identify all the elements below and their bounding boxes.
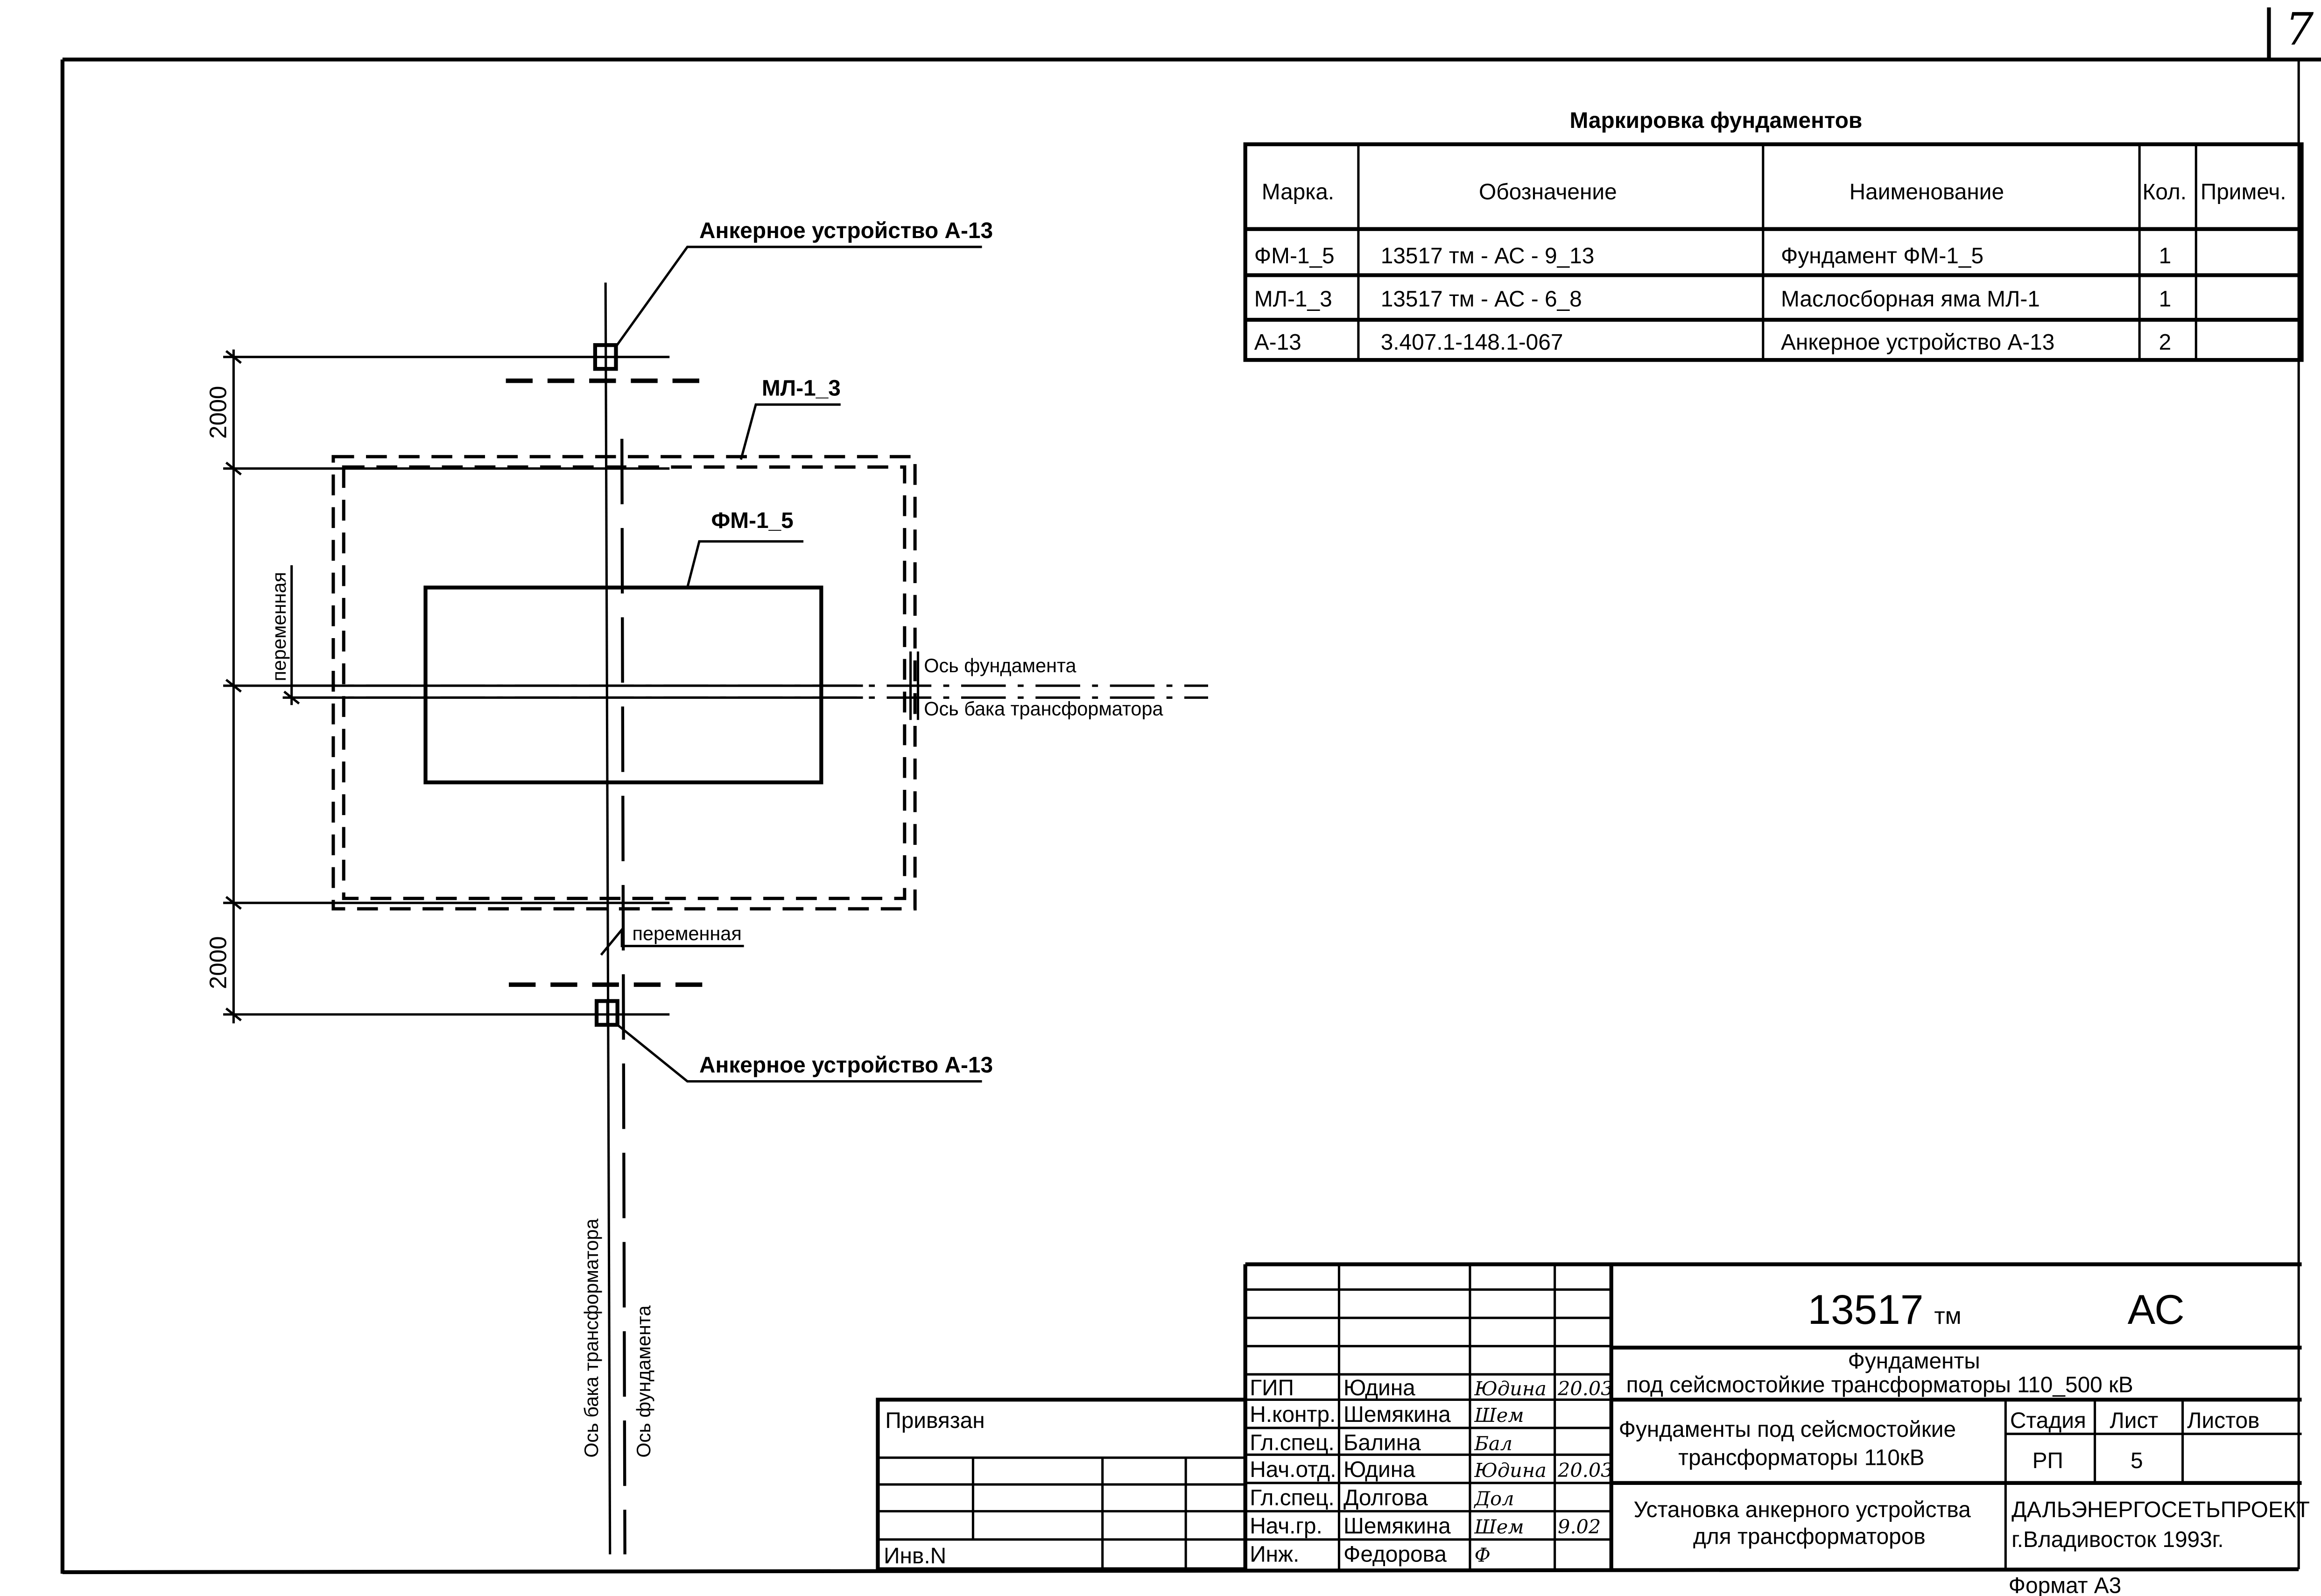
signature-row: Нач.отд. Юдина Юдина 20.03 xyxy=(1250,1457,1613,1482)
role: Нач.гр. xyxy=(1250,1514,1322,1539)
cell-designation: 13517 тм - АС - 6_8 xyxy=(1381,287,1582,311)
cell-name: Маслосборная яма МЛ-1 xyxy=(1781,287,2040,311)
leader-ml xyxy=(739,403,841,460)
cell-name: Фундамент ФМ-1_5 xyxy=(1781,244,1983,268)
table-row: А-13 3.407.1-148.1-067 Анкерное устройст… xyxy=(1254,330,2171,355)
cell-mark: МЛ-1_3 xyxy=(1254,287,1332,311)
marking-table-title: Маркировка фундаментов xyxy=(1569,108,1862,133)
signature-row: ГИП Юдина Юдина 20.03 xyxy=(1250,1376,1613,1400)
variable-label-bottom: переменная xyxy=(633,923,742,944)
sheet-value: 5 xyxy=(2131,1448,2143,1473)
signature-row: Гл.спец. Балина Бал xyxy=(1250,1431,1512,1455)
cell-mark: ФМ-1_5 xyxy=(1254,244,1335,268)
signature-row: Инж. Федорова Ф xyxy=(1250,1542,1491,1567)
ml-label: МЛ-1_3 xyxy=(762,376,841,401)
sheet-title-line1: Фундаменты под сейсмостойкие xyxy=(1619,1417,1956,1442)
date: 20.03 xyxy=(1557,1459,1613,1482)
person-name: Шемякина xyxy=(1343,1514,1451,1539)
signature: Юдина xyxy=(1474,1459,1546,1482)
document-code: 13517 xyxy=(1808,1286,1923,1333)
binding-block: Привязан Инв.N xyxy=(876,1398,1247,1571)
signature: Шем xyxy=(1474,1516,1524,1538)
sheets-header: Листов xyxy=(2187,1408,2259,1433)
document-section: АС xyxy=(2128,1286,2185,1333)
bound-label: Привязан xyxy=(885,1408,985,1433)
dimension-2000-bottom: 2000 xyxy=(204,936,231,989)
leader-anchor-top xyxy=(615,246,982,347)
anchor-top-label: Анкерное устройство А-13 xyxy=(699,218,993,243)
role: Нач.отд. xyxy=(1250,1457,1336,1482)
sheet-title-line2: трансформаторы 110кВ xyxy=(1678,1446,1924,1470)
format-label: Формат А3 xyxy=(2009,1574,2122,1596)
page-number: 7 xyxy=(2286,3,2314,56)
foundation-plan: 2000 2000 переменная Анкерное устройство… xyxy=(204,218,1208,1554)
cell-designation: 13517 тм - АС - 9_13 xyxy=(1381,244,1595,268)
signature: Шем xyxy=(1474,1404,1524,1427)
axis-tank-vertical xyxy=(604,282,612,1554)
vertical-axis-tank-label: Ось бака трансформатора xyxy=(581,1218,602,1458)
signature: Бал xyxy=(1474,1433,1512,1455)
signature: Юдина xyxy=(1474,1378,1546,1400)
dimension-2000-top: 2000 xyxy=(204,386,231,439)
date: 9.02 xyxy=(1558,1516,1601,1538)
date: 20.03 xyxy=(1557,1378,1613,1400)
cell-qty: 1 xyxy=(2159,244,2172,268)
cell-name: Анкерное устройство А-13 xyxy=(1781,330,2054,355)
sheet-frame: 7 xyxy=(60,3,2321,1575)
project-title-line1: Фундаменты xyxy=(1848,1349,1980,1373)
header-name: Наименование xyxy=(1850,180,2004,204)
role: ГИП xyxy=(1250,1376,1294,1400)
person-name: Юдина xyxy=(1343,1376,1415,1400)
signature: Ф xyxy=(1474,1544,1490,1567)
stage-header: Стадия xyxy=(2010,1408,2086,1433)
axis-foundation-label: Ось фундамента xyxy=(924,655,1076,676)
header-mark: Марка. xyxy=(1262,180,1334,204)
city-year: г.Владивосток 1993г. xyxy=(2012,1527,2224,1552)
variable-label-left: переменная xyxy=(268,572,290,681)
signature-row: Н.контр. Шемякина Шем xyxy=(1250,1402,1524,1427)
cell-qty: 2 xyxy=(2159,330,2172,355)
signature-row: Гл.спец. Долгова Дол xyxy=(1250,1486,1514,1511)
role: Инж. xyxy=(1250,1542,1299,1567)
leader-variable-bottom xyxy=(600,926,744,956)
cell-mark: А-13 xyxy=(1254,330,1301,355)
table-row: ФМ-1_5 13517 тм - АС - 9_13 Фундамент ФМ… xyxy=(1254,244,2171,268)
anchor-bottom-label: Анкерное устройство А-13 xyxy=(699,1053,993,1077)
leader-anchor-bottom xyxy=(617,1024,982,1083)
marking-table: Маркировка фундаментов Марка. Обозначени… xyxy=(1243,108,2304,362)
signature-row: Нач.гр. Шемякина Шем 9.02 xyxy=(1250,1514,1601,1539)
fm-label: ФМ-1_5 xyxy=(711,508,793,533)
leader-fm xyxy=(686,540,804,588)
cell-qty: 1 xyxy=(2159,287,2172,311)
sheet-header: Лист xyxy=(2110,1408,2158,1433)
role: Н.контр. xyxy=(1250,1402,1336,1427)
vertical-axis-foundation-label: Ось фундамента xyxy=(633,1305,654,1457)
signature: Дол xyxy=(1473,1488,1514,1510)
drawing-title-line1: Установка анкерного устройства xyxy=(1634,1498,1971,1522)
person-name: Балина xyxy=(1343,1431,1421,1455)
axis-tank-label: Ось бака трансформатора xyxy=(924,698,1163,720)
axis-foundation-vertical xyxy=(620,438,626,1554)
person-name: Шемякина xyxy=(1343,1402,1451,1427)
document-code-suffix: тм xyxy=(1934,1302,1961,1329)
table-row: МЛ-1_3 13517 тм - АС - 6_8 Маслосборная … xyxy=(1254,287,2171,311)
header-designation: Обозначение xyxy=(1479,180,1617,204)
drawing-title-line2: для трансформаторов xyxy=(1693,1524,1926,1549)
person-name: Юдина xyxy=(1343,1457,1415,1482)
role: Гл.спец. xyxy=(1250,1431,1334,1455)
role: Гл.спец. xyxy=(1250,1486,1334,1511)
cell-designation: 3.407.1-148.1-067 xyxy=(1381,330,1563,355)
project-title-line2: под сейсмостойкие трансформаторы 110_500… xyxy=(1626,1372,2133,1397)
stage-value: РП xyxy=(2033,1448,2063,1473)
person-name: Федорова xyxy=(1343,1542,1447,1567)
header-note: Примеч. xyxy=(2201,180,2286,204)
inventory-label: Инв.N xyxy=(884,1544,946,1568)
title-block: 13517 тм АС Фундаменты под сейсмостойкие… xyxy=(876,1262,2310,1596)
person-name: Долгова xyxy=(1343,1486,1428,1511)
header-qty: Кол. xyxy=(2143,180,2187,204)
organization: ДАЛЬЭНЕРГОСЕТЬПРОЕКТ xyxy=(2012,1498,2310,1522)
